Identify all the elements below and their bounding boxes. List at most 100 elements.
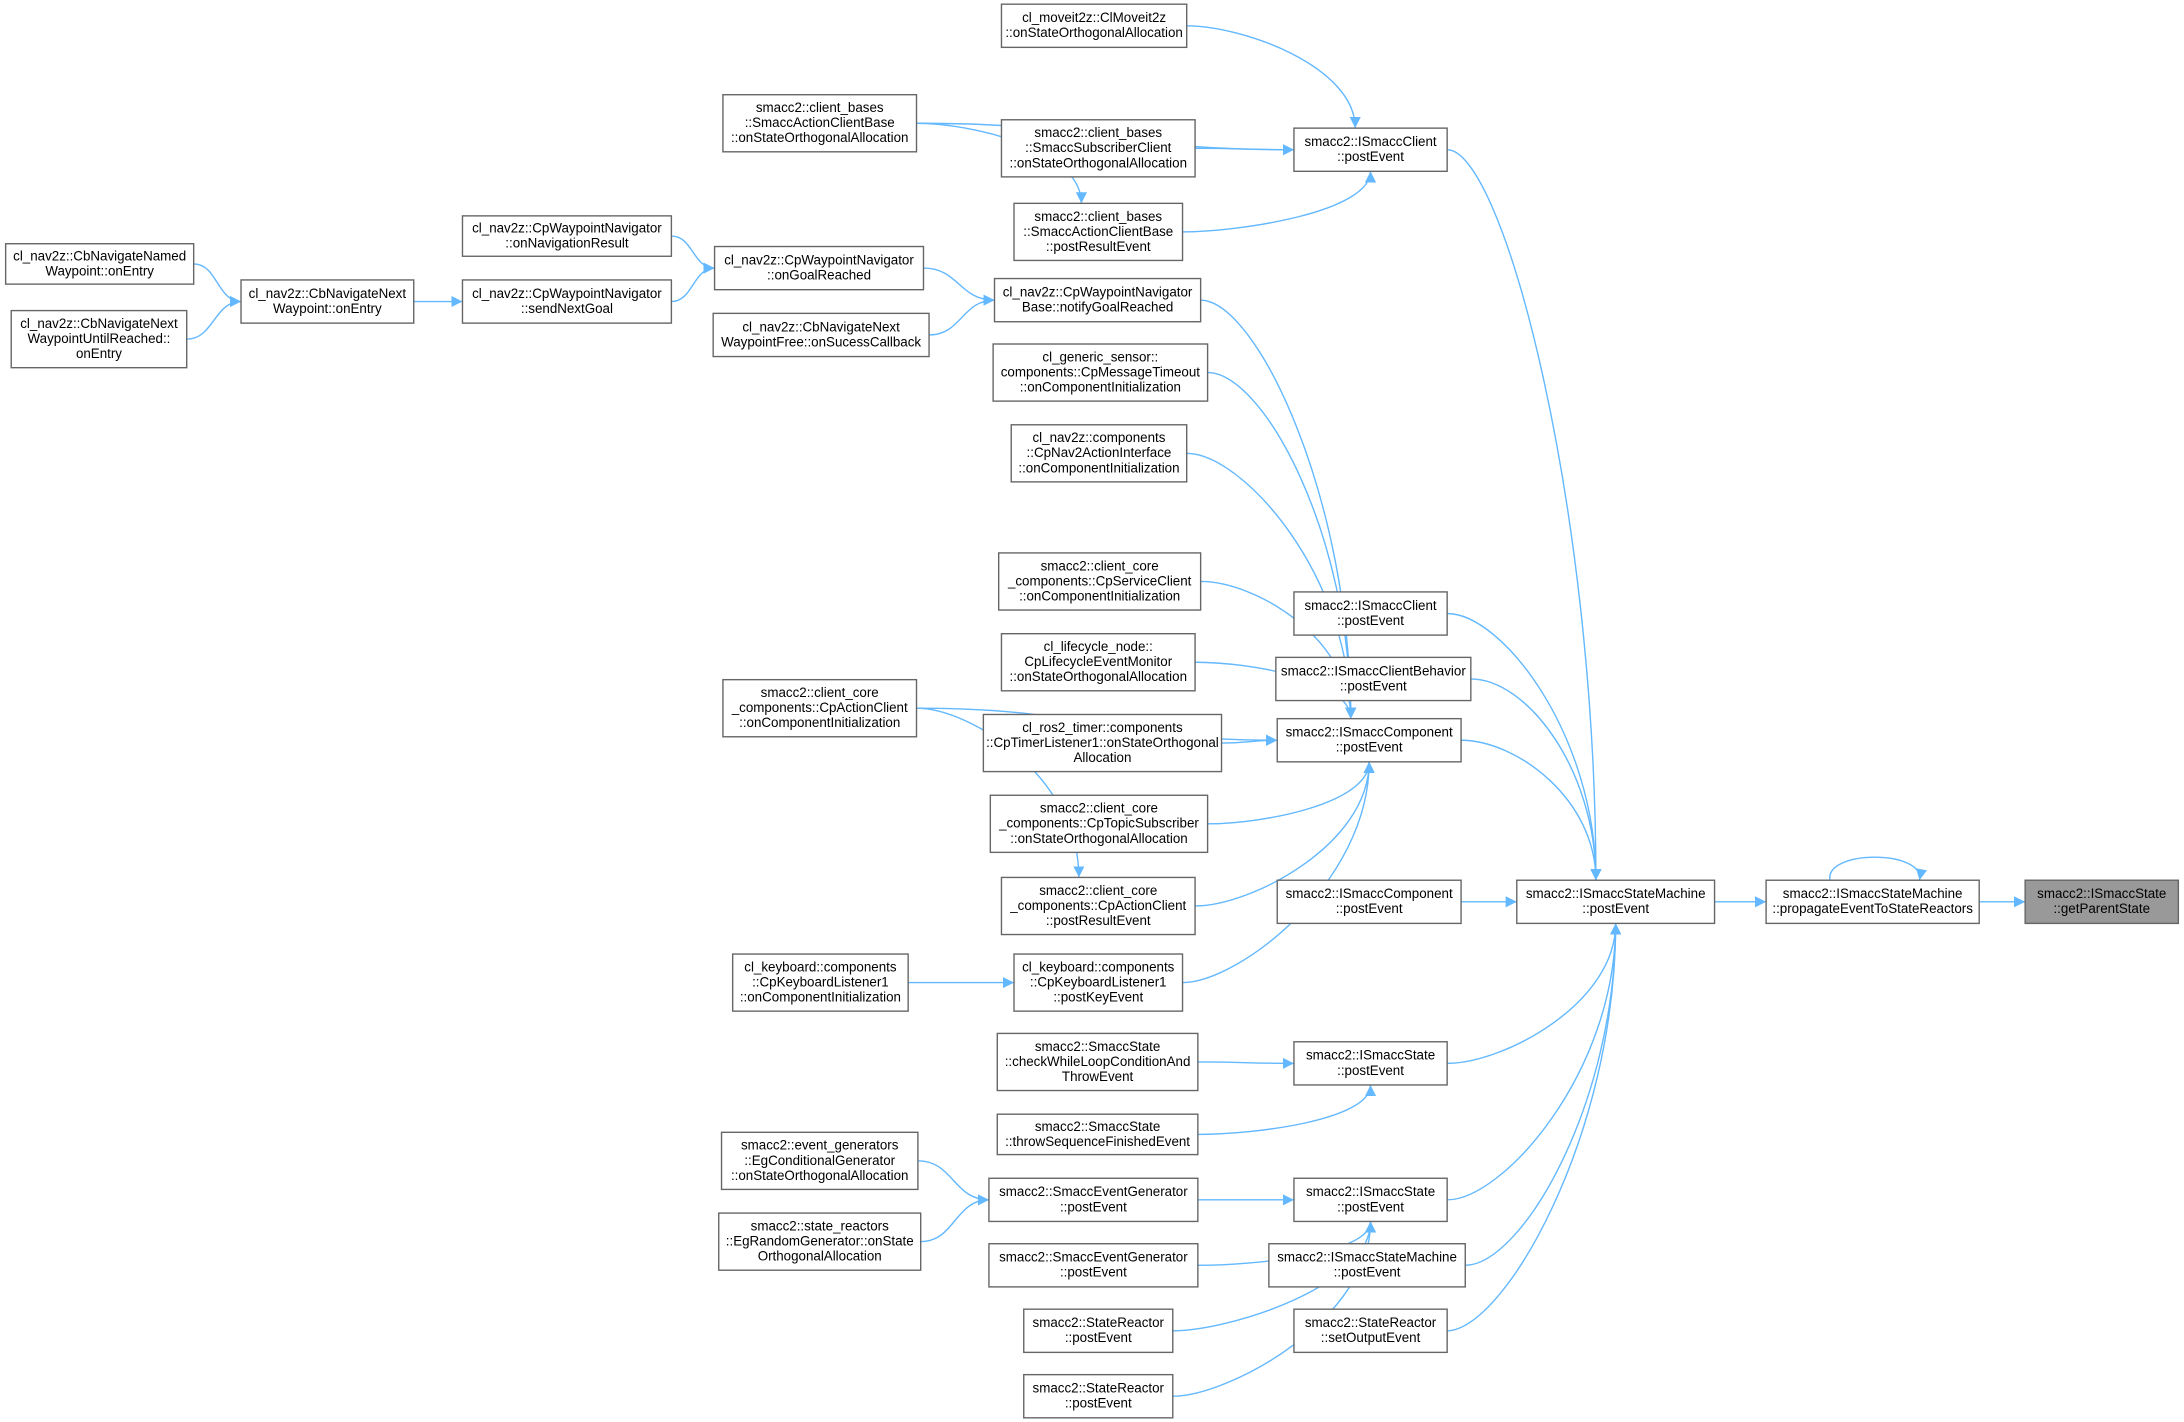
- node-getparent[interactable]: smacc2::ISmaccState::getParentState: [2024, 879, 2180, 925]
- node-label-line: Base::notifyGoalReached: [1022, 300, 1174, 315]
- node-setout[interactable]: smacc2::StateReactor::setOutputEvent: [1293, 1308, 1448, 1354]
- node-topicsub[interactable]: smacc2::client_core_components::CpTopicS…: [989, 794, 1209, 854]
- edge-moveit-to-isc1: [1186, 25, 1361, 129]
- node-box: [718, 1212, 922, 1271]
- node-isc2[interactable]: smacc2::ISmaccClient::postEvent: [1293, 591, 1448, 636]
- edge-setout-to-ism: [1447, 923, 1622, 1332]
- node-label-line: smacc2::ISmaccStateMachine: [1783, 886, 1963, 901]
- node-icomp2[interactable]: smacc2::ISmaccComponent::postEvent: [1276, 879, 1462, 925]
- node-label-line: _components::CpServiceClient: [1007, 573, 1192, 588]
- node-icomp[interactable]: smacc2::ISmaccComponent::postEvent: [1276, 717, 1462, 763]
- node-sr2[interactable]: smacc2::StateReactor::postEvent: [1023, 1373, 1174, 1419]
- node-label-line: smacc2::StateReactor: [1033, 1315, 1165, 1330]
- node-label-line: ::postEvent: [1060, 1265, 1127, 1280]
- node-ismp[interactable]: smacc2::ISmaccStateMachine::postEvent: [1268, 1243, 1466, 1288]
- node-label-line: smacc2::client_core: [1039, 883, 1157, 898]
- node-acclient_pre[interactable]: smacc2::client_core_components::CpAction…: [1000, 876, 1196, 936]
- edge-free-to-notify: [929, 294, 995, 336]
- node-sendnext[interactable]: cl_nav2z::CpWaypointNavigator::sendNextG…: [461, 279, 673, 324]
- node-istate1[interactable]: smacc2::ISmaccState::postEvent: [1293, 1041, 1448, 1086]
- node-label-line: ::postEvent: [1337, 1199, 1404, 1214]
- node-label-line: ::postEvent: [1065, 1396, 1132, 1411]
- node-acb_pre[interactable]: smacc2::client_bases::SmaccActionClientB…: [1013, 202, 1184, 262]
- node-label-line: smacc2::client_core: [1041, 558, 1159, 573]
- node-label-line: ::postEvent: [1336, 901, 1403, 916]
- node-istate2[interactable]: smacc2::ISmaccState::postEvent: [1293, 1177, 1448, 1223]
- node-seg2[interactable]: smacc2::SmaccEventGenerator::postEvent: [988, 1243, 1199, 1288]
- node-label-line: ::postEvent: [1340, 678, 1407, 693]
- node-ism[interactable]: smacc2::ISmaccStateMachine::postEvent: [1516, 879, 1716, 925]
- edge-timer-to-icomp: [1221, 734, 1278, 746]
- node-ss_check[interactable]: smacc2::SmaccState::checkWhileLoopCondit…: [996, 1032, 1199, 1092]
- node-box: [10, 309, 188, 369]
- node-box: [1023, 1373, 1174, 1419]
- node-label-line: cl_lifecycle_node::: [1044, 639, 1153, 654]
- node-kb_init[interactable]: cl_keyboard::components::CpKeyboardListe…: [731, 953, 909, 1012]
- node-untilreached[interactable]: cl_nav2z::CbNavigateNextWaypointUntilRea…: [10, 309, 188, 369]
- node-label-line: smacc2::StateReactor: [1033, 1381, 1165, 1396]
- node-sub_osa[interactable]: smacc2::client_bases::SmaccSubscriberCli…: [1000, 119, 1196, 178]
- edge-ss_throw-to-istate1: [1197, 1084, 1377, 1136]
- node-label-line: ::EgConditionalGenerator: [744, 1153, 895, 1168]
- edge-isc1-to-ism: [1447, 149, 1602, 881]
- node-lifecycle[interactable]: cl_lifecycle_node::CpLifecycleEventMonit…: [1000, 633, 1196, 692]
- node-label-line: smacc2::SmaccState: [1035, 1119, 1160, 1134]
- node-box: [722, 94, 918, 153]
- node-label-line: ::postResultEvent: [1046, 239, 1151, 254]
- node-msgtimeout[interactable]: cl_generic_sensor::components::CpMessage…: [992, 343, 1209, 402]
- node-label-line: ::postKeyEvent: [1053, 990, 1143, 1005]
- node-nextwp[interactable]: cl_nav2z::CbNavigateNextWaypoint::onEntr…: [240, 279, 415, 324]
- node-box: [722, 678, 918, 738]
- node-random[interactable]: smacc2::state_reactors::EgRandomGenerato…: [718, 1212, 922, 1271]
- node-notify[interactable]: cl_nav2z::CpWaypointNavigatorBase::notif…: [993, 277, 1202, 323]
- node-label-line: smacc2::ISmaccComponent: [1286, 886, 1453, 901]
- node-ss_throw[interactable]: smacc2::SmaccState::throwSequenceFinishe…: [996, 1113, 1199, 1156]
- node-label-line: Waypoint::onEntry: [45, 263, 154, 278]
- node-label-line: smacc2::ISmaccState: [1306, 1048, 1435, 1063]
- node-isc1[interactable]: smacc2::ISmaccClient::postEvent: [1293, 127, 1448, 173]
- node-iscb[interactable]: smacc2::ISmaccClientBehavior::postEvent: [1275, 656, 1472, 702]
- node-label-line: cl_keyboard::components: [744, 959, 897, 974]
- node-timer[interactable]: cl_ros2_timer::components::CpTimerListen…: [982, 713, 1223, 773]
- node-label-line: smacc2::client_core: [1040, 801, 1158, 816]
- node-label-line: smacc2::StateReactor: [1305, 1315, 1437, 1330]
- node-label-line: ThrowEvent: [1062, 1069, 1134, 1084]
- node-label-line: ::SmaccSubscriberClient: [1025, 140, 1172, 155]
- node-label-line: ::onComponentInitialization: [1020, 380, 1181, 395]
- edge-iscb-to-ism: [1470, 678, 1602, 881]
- node-label-line: ::onStateOrthogonalAllocation: [731, 130, 909, 145]
- edge-topicsub-to-icomp: [1207, 761, 1375, 825]
- node-sr1[interactable]: smacc2::StateReactor::postEvent: [1023, 1308, 1174, 1354]
- edge-untilreached-to-nextwp: [186, 295, 242, 340]
- node-label-line: ::onGoalReached: [767, 268, 871, 283]
- node-box: [1293, 1308, 1448, 1354]
- node-box: [1293, 1041, 1448, 1086]
- node-acb_osa[interactable]: smacc2::client_bases::SmaccActionClientB…: [722, 94, 918, 153]
- node-prop[interactable]: smacc2::ISmaccStateMachine::propagateEve…: [1765, 879, 1980, 925]
- node-label-line: ::onStateOrthogonalAllocation: [1010, 669, 1188, 684]
- edge-istate2-to-ism: [1447, 923, 1622, 1201]
- node-nav2ai[interactable]: cl_nav2z::components::CpNav2ActionInterf…: [1010, 424, 1188, 483]
- node-free[interactable]: cl_nav2z::CbNavigateNextWaypointFree::on…: [712, 312, 930, 358]
- node-named[interactable]: cl_nav2z::CbNavigateNamedWaypoint::onEnt…: [4, 243, 195, 285]
- edge-sub_osa-to-isc1: [1195, 144, 1294, 156]
- node-moveit[interactable]: cl_moveit2z::ClMoveit2z::onStateOrthogon…: [1000, 3, 1188, 49]
- node-seg1[interactable]: smacc2::SmaccEventGenerator::postEvent: [988, 1177, 1199, 1223]
- node-kb_post[interactable]: cl_keyboard::components::CpKeyboardListe…: [1013, 953, 1184, 1012]
- node-ongoal[interactable]: cl_nav2z::CpWaypointNavigator::onGoalRea…: [713, 245, 925, 291]
- node-label-line: smacc2::client_bases: [1034, 209, 1162, 224]
- node-box: [461, 215, 673, 257]
- node-box: [996, 1032, 1199, 1092]
- node-label-line: cl_ros2_timer::components: [1022, 720, 1183, 735]
- node-label-line: cl_moveit2z::ClMoveit2z: [1022, 10, 1166, 25]
- edge-acb_pre-to-isc1: [1182, 171, 1377, 233]
- node-wpnav_nr[interactable]: cl_nav2z::CpWaypointNavigator::onNavigat…: [461, 215, 673, 257]
- node-label-line: ::postEvent: [1337, 149, 1404, 164]
- node-label-line: OrthogonalAllocation: [758, 1249, 882, 1264]
- node-acclient_init[interactable]: smacc2::client_core_components::CpAction…: [722, 678, 918, 738]
- node-eg_cond[interactable]: smacc2::event_generators::EgConditionalG…: [720, 1131, 919, 1191]
- node-box: [1293, 127, 1448, 173]
- node-box: [2024, 879, 2180, 925]
- node-srvclient[interactable]: smacc2::client_core_components::CpServic…: [997, 552, 1202, 611]
- node-label-line: ::SmaccActionClientBase: [745, 115, 895, 130]
